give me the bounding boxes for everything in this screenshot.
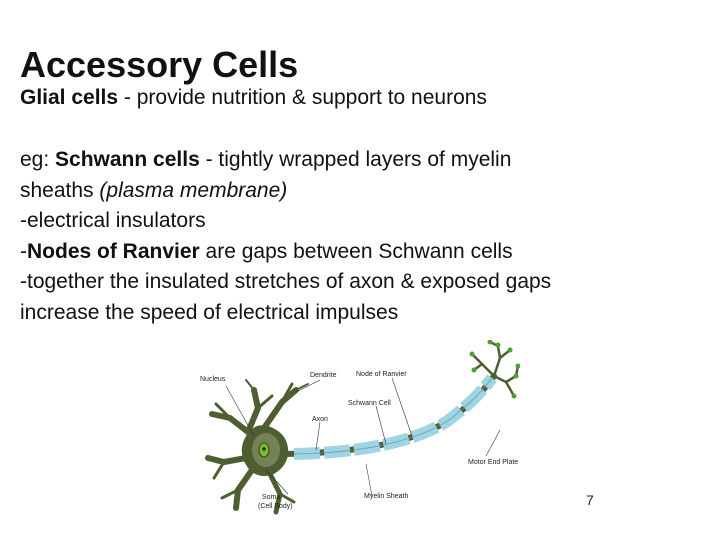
body-line-5: -together the insulated stretches of axo… bbox=[20, 270, 552, 293]
label-node-of-ranvier: Node of Ranvier bbox=[356, 371, 407, 378]
label-nucleus: Nucleus bbox=[200, 376, 226, 383]
neuron-illustration bbox=[205, 340, 520, 515]
line1-rest: - tightly wrapped layers of myelin bbox=[199, 148, 512, 171]
label-myelin-sheath: Myelin Sheath bbox=[364, 493, 409, 500]
subtitle-term: Glial cells bbox=[20, 86, 119, 109]
body-line-6: increase the speed of electrical impulse… bbox=[20, 300, 399, 324]
page-number: 7 bbox=[586, 492, 594, 508]
neuron-diagram: Nucleus Dendrite Node of Ranvier Schwann… bbox=[196, 340, 520, 540]
leader-lines bbox=[225, 377, 501, 497]
label-schwann-cell: Schwann Cell bbox=[348, 400, 391, 407]
body-line-2: sheaths (plasma membrane) bbox=[20, 176, 710, 207]
body-line-4: -Nodes of Ranvier are gaps between Schwa… bbox=[20, 237, 710, 268]
body-line-1: eg: Schwann cells - tightly wrapped laye… bbox=[20, 145, 710, 176]
motor-end-plates bbox=[469, 340, 520, 399]
line4-term: Nodes of Ranvier bbox=[27, 239, 200, 263]
line2-italic: (plasma membrane) bbox=[99, 178, 288, 202]
line2-text: sheaths bbox=[20, 178, 100, 202]
subtitle-rest: - provide nutrition & support to neurons bbox=[118, 86, 487, 109]
subtitle: Glial cells - provide nutrition & suppor… bbox=[20, 84, 487, 112]
line1-term: Schwann cells bbox=[55, 148, 200, 171]
body-text: eg: Schwann cells - tightly wrapped laye… bbox=[20, 145, 710, 328]
label-dendrite: Dendrite bbox=[310, 372, 337, 379]
line4-prefix: - bbox=[20, 239, 27, 263]
label-motor-end-plate: Motor End Plate bbox=[468, 459, 519, 466]
line1-prefix: eg: bbox=[20, 148, 56, 171]
dendrites bbox=[205, 379, 309, 515]
label-cell-body: (Cell Body) bbox=[258, 503, 293, 510]
label-soma: Soma bbox=[262, 494, 281, 501]
line4-rest: are gaps between Schwann cells bbox=[199, 239, 513, 263]
body-line-3: -electrical insulators bbox=[20, 209, 206, 232]
slide-title: Accessory Cells bbox=[20, 44, 299, 85]
label-axon: Axon bbox=[312, 416, 328, 423]
